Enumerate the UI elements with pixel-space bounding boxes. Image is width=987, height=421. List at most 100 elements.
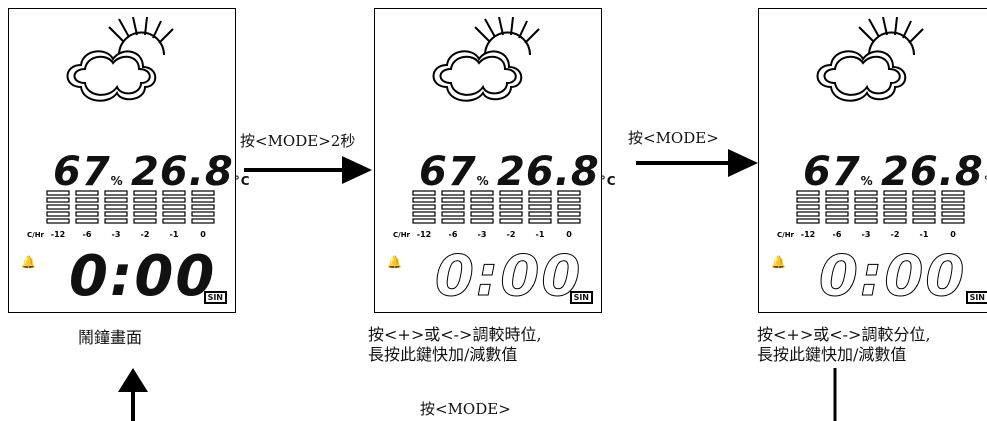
scale-unit-label: C/Hr <box>393 231 411 239</box>
trend-bar-segment <box>883 218 907 224</box>
clock-hour-digit: 0:00 <box>434 244 583 309</box>
trend-bar-segment <box>941 197 965 203</box>
scale-tick-label: -1 <box>920 230 929 239</box>
trend-bar-segment <box>825 190 849 196</box>
sun-cloud-icon <box>816 17 924 102</box>
up-arrow-icon <box>118 368 148 421</box>
trend-bar-segment <box>470 197 494 203</box>
trend-bar-segment <box>796 190 820 196</box>
trend-bar-segment <box>854 204 878 210</box>
return-line-icon <box>833 368 837 421</box>
trend-bar-segment <box>825 197 849 203</box>
trend-bar-segment <box>883 190 907 196</box>
trend-bar-segment <box>470 190 494 196</box>
trend-bar-segment <box>499 190 523 196</box>
trend-bar-segment <box>528 197 552 203</box>
trend-bar-segment <box>499 211 523 217</box>
trend-bar-segment <box>104 211 128 217</box>
arrow2-label: 按<MODE> <box>628 129 719 147</box>
trend-bar-segment <box>883 211 907 217</box>
trend-bar-segment <box>46 197 70 203</box>
clock-display-minute-blinking: 0:00 <box>818 248 966 305</box>
scale-tick-label: 0 <box>200 230 206 239</box>
trend-bar-segment <box>912 211 936 217</box>
sun-cloud-icon <box>432 17 540 102</box>
trend-bar-segment <box>941 190 965 196</box>
trend-bar-segment <box>46 218 70 224</box>
trend-bar-segment <box>883 197 907 203</box>
trend-bar-segment <box>412 211 436 217</box>
temperature-readout: 26.8°C <box>131 149 251 195</box>
clock-minute-digits: 0:00 <box>818 244 967 309</box>
trend-bar-segment <box>412 190 436 196</box>
trend-bar-segment <box>162 218 186 224</box>
trend-bar-segment <box>104 197 128 203</box>
trend-bar-segment <box>133 211 157 217</box>
bottom-arrow-label: 按<MODE> <box>420 400 511 418</box>
trend-bar-segment <box>133 197 157 203</box>
trend-bar-segment <box>557 211 581 217</box>
scale-tick-label: -2 <box>891 230 900 239</box>
trend-bar-segment <box>104 204 128 210</box>
caption-minute-adjust: 按<+>或<->調較分位, 長按此鍵快加/減數值 <box>757 325 931 364</box>
right-arrow-icon <box>244 156 372 184</box>
caption-hour-adjust: 按<+>或<->調較時位, 長按此鍵快加/減數值 <box>368 325 542 364</box>
scale-unit-label: C/Hr <box>777 231 795 239</box>
lcd-panel-minute-set: 67% 26.8°C C/Hr-12-6-3-2-10 🔔 0:00 SIN <box>758 8 987 313</box>
trend-bar-segment <box>162 190 186 196</box>
trend-bar-segment <box>825 204 849 210</box>
clock-display: 0:00 <box>69 244 217 309</box>
trend-bar-segment <box>46 190 70 196</box>
trend-bar-segment <box>470 204 494 210</box>
scale-tick-label: -1 <box>536 230 545 239</box>
trend-bar-segment <box>441 190 465 196</box>
scale-tick-label: -3 <box>478 230 487 239</box>
trend-bar-segment <box>75 197 99 203</box>
trend-bar-segment <box>854 190 878 196</box>
trend-bar-segment <box>470 218 494 224</box>
trend-bar-segment <box>528 211 552 217</box>
trend-bar-segment <box>412 197 436 203</box>
trend-bar-segment <box>528 218 552 224</box>
trend-bar-segment <box>912 204 936 210</box>
trend-bar-segment <box>854 211 878 217</box>
trend-bar-segment <box>191 190 215 196</box>
trend-bar-segment <box>912 218 936 224</box>
scale-tick-label: -3 <box>112 230 121 239</box>
trend-bar-segment <box>796 218 820 224</box>
alarm-bell-icon: 🔔 <box>387 255 402 269</box>
trend-bar-segment <box>528 190 552 196</box>
alarm-bell-icon: 🔔 <box>771 255 786 269</box>
arrow1-label: 按<MODE>2秒 <box>240 132 356 150</box>
scale-tick-label: -2 <box>141 230 150 239</box>
clock-display-hour-blinking: 0:00 <box>434 248 582 305</box>
temperature-readout: 26.8°C <box>881 149 987 195</box>
trend-bar-segment <box>796 204 820 210</box>
sun-cloud-icon <box>66 17 174 102</box>
trend-bar-segment <box>941 211 965 217</box>
trend-bar-segment <box>796 211 820 217</box>
trend-bar-segment <box>162 204 186 210</box>
trend-bar-segment <box>441 204 465 210</box>
trend-bar-segment <box>133 190 157 196</box>
trend-bar-segment <box>557 204 581 210</box>
trend-bar-segment <box>162 197 186 203</box>
trend-bar-segment <box>441 197 465 203</box>
trend-bar-segment <box>133 218 157 224</box>
trend-bar-segment <box>941 204 965 210</box>
trend-bar-segment <box>883 204 907 210</box>
signal-badge: SIN <box>965 291 987 304</box>
humidity-readout: 67% <box>419 149 490 195</box>
trend-bar-segment <box>557 190 581 196</box>
scale-tick-label: -12 <box>417 230 431 239</box>
scale-tick-label: -12 <box>801 230 815 239</box>
trend-bar-segment <box>133 204 157 210</box>
trend-bar-segment <box>75 211 99 217</box>
trend-bar-segment <box>162 211 186 217</box>
trend-bar-segment <box>46 211 70 217</box>
trend-bar-segment <box>412 218 436 224</box>
caption-alarm-screen: 鬧鐘畫面 <box>78 328 143 347</box>
